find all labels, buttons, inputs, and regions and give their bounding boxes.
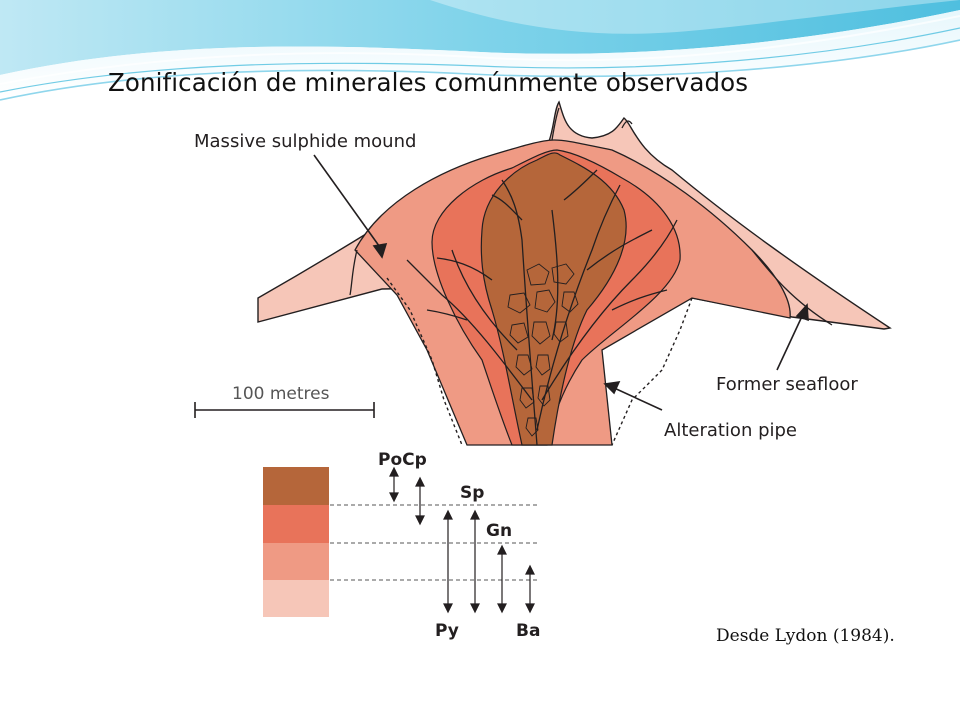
legend-swatch-core bbox=[263, 467, 329, 505]
label-former-seafloor: Former seafloor bbox=[716, 374, 858, 395]
slide-title: Zonificación de minerales comúnmente obs… bbox=[108, 68, 749, 97]
range-arrow-ba bbox=[525, 564, 535, 614]
former-seafloor-line bbox=[386, 277, 693, 446]
figure-citation: Desde Lydon (1984). bbox=[716, 626, 895, 646]
mound-zone-lines bbox=[349, 107, 833, 326]
range-arrow-pocp-2 bbox=[415, 476, 425, 526]
mound-diagram bbox=[257, 100, 892, 446]
range-arrow-sp bbox=[470, 509, 480, 614]
range-arrow-pocp bbox=[389, 466, 399, 503]
callout-arrows bbox=[313, 154, 809, 411]
legend-label-sp: Sp bbox=[460, 483, 485, 503]
label-alteration-pipe: Alteration pipe bbox=[664, 420, 798, 441]
legend-range-arrows bbox=[389, 466, 535, 614]
legend-swatch-inner bbox=[263, 505, 329, 543]
scale-bar bbox=[194, 402, 375, 418]
legend-label-ba: Ba bbox=[516, 621, 541, 641]
label-scale-bar: 100 metres bbox=[232, 384, 330, 404]
vein-network bbox=[406, 169, 678, 446]
range-arrow-gn bbox=[497, 544, 507, 614]
stockwork-breccia bbox=[507, 263, 579, 437]
legend-swatch-middle bbox=[263, 543, 329, 580]
range-arrow-py bbox=[443, 509, 453, 614]
legend-label-gn: Gn bbox=[486, 521, 513, 541]
legend-label-pocp: PoCp bbox=[378, 450, 427, 470]
mineral-zonation-figure: Massive sulphide mound 100 metres Former… bbox=[192, 100, 892, 645]
legend-label-py: Py bbox=[435, 621, 459, 641]
legend-swatch-outer bbox=[263, 580, 329, 617]
legend-dividers bbox=[330, 504, 540, 581]
legend-swatches bbox=[263, 467, 329, 617]
label-massive-sulphide-mound: Massive sulphide mound bbox=[194, 131, 417, 152]
